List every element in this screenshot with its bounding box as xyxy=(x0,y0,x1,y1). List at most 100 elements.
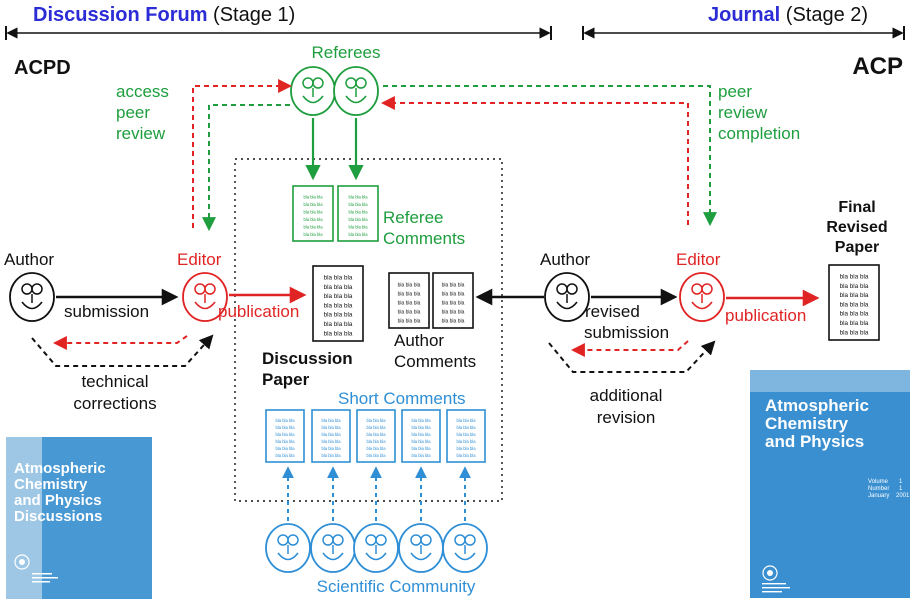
document-text-line: bla bla bla xyxy=(411,425,431,430)
document-text-line: bla bla bla xyxy=(348,217,368,222)
document-text-line: bla bla bla xyxy=(442,300,465,306)
access-peer-review-green-arrow xyxy=(202,104,290,232)
final-revised-paper-line1: Final xyxy=(838,199,875,216)
document-text-line: bla bla bla xyxy=(348,210,368,215)
community-faces xyxy=(265,523,488,573)
society-logo-icon xyxy=(762,565,790,593)
community-arrows xyxy=(282,466,471,521)
document-text-line: bla bla bla xyxy=(275,446,295,451)
stage1-title: Discussion Forum xyxy=(33,4,207,26)
document-text-line: bla bla bla xyxy=(411,432,431,437)
access-peer-review-red-arrow xyxy=(192,79,293,228)
document-text-line: bla bla bla xyxy=(303,202,323,207)
access-peer-review-label: access peer review xyxy=(116,82,169,143)
document-text-line: bla bla bla xyxy=(275,425,295,430)
referee-face-icon xyxy=(333,66,379,116)
access-peer-review-line: access xyxy=(116,82,169,101)
technical-corrections-line2: corrections xyxy=(73,394,156,413)
stage-header: Discussion Forum (Stage 1) Journal (Stag… xyxy=(5,4,905,80)
acpd-cover-title-line: Chemistry xyxy=(14,476,88,493)
acpd-cover-title-line: Atmospheric xyxy=(14,460,106,477)
community-member-face-icon xyxy=(353,523,399,573)
document-text-line: bla bla bla xyxy=(398,291,421,297)
document-text-line: bla bla bla xyxy=(366,453,386,458)
document-text-line: bla bla bla xyxy=(398,309,421,315)
document-page xyxy=(312,265,364,342)
discussion-forum-box xyxy=(234,158,503,502)
document-text-line: bla bla bla xyxy=(303,232,323,237)
document-text-line: bla bla bla xyxy=(275,432,295,437)
discussion-paper-document-icon: bla bla bla bla bla bla bla bla bla bla bla… xyxy=(312,265,364,342)
document-text-line: bla bla bla xyxy=(324,275,353,282)
document-text-line: bla bla bla xyxy=(840,311,869,318)
document-text-line: bla bla bla xyxy=(321,432,341,437)
document-text-line: bla bla bla xyxy=(303,225,323,230)
document-text-line: bla bla bla xyxy=(398,282,421,288)
acpd-cover-title-line: and Physics xyxy=(14,492,102,509)
document-page xyxy=(432,272,474,329)
document-text-line: bla bla bla xyxy=(840,292,869,299)
document-text-line: bla bla bla xyxy=(321,418,341,423)
document-text-line: bla bla bla xyxy=(442,309,465,315)
document-page xyxy=(292,185,334,242)
document-text-line: bla bla bla xyxy=(303,210,323,215)
document-page xyxy=(356,409,396,463)
stage2-title: Journal xyxy=(708,4,780,26)
stage1-heading: Discussion Forum (Stage 1) xyxy=(33,4,295,26)
document-text-line: bla bla bla xyxy=(324,302,353,309)
acpd-cover-band xyxy=(42,437,152,599)
acp-cover-meta-label: Volume xyxy=(868,479,889,485)
document-text-line: bla bla bla xyxy=(324,284,353,291)
document-page xyxy=(388,272,430,329)
document-page xyxy=(828,264,880,341)
editor-face-icon xyxy=(679,272,725,322)
document-text-line: bla bla bla xyxy=(442,318,465,324)
acp-cover-meta-value: 1 xyxy=(899,486,903,492)
acp-cover-band xyxy=(750,370,910,392)
stage2-heading: Journal (Stage 2) xyxy=(708,4,868,26)
document-text-line: bla bla bla xyxy=(456,418,476,423)
acpd-journal-cover: Atmospheric Chemistry and Physics Discus… xyxy=(6,437,152,599)
document-text-line: bla bla bla xyxy=(303,195,323,200)
acp-cover-meta-value: 1 xyxy=(899,479,903,485)
peer-review-completion-red-arrow xyxy=(380,96,689,225)
technical-corrections-red-arrow xyxy=(52,335,188,350)
document-text-line: bla bla bla xyxy=(321,439,341,444)
referee-comment-document-icon: bla bla bla bla bla bla bla bla bla bla bla… xyxy=(292,185,334,242)
peer-review-completion-label: peer review completion xyxy=(718,82,800,143)
acp-cover-title-line: Chemistry xyxy=(765,414,849,433)
community-member-face-icon xyxy=(265,523,311,573)
acp-label: ACP xyxy=(852,53,903,80)
short-comment-document-icon: bla bla bla bla bla bla bla bla bla bla bla… xyxy=(311,409,351,463)
author-face-icon xyxy=(9,272,55,322)
community-member-face-icon xyxy=(442,523,488,573)
short-comments-label: Short Comments xyxy=(338,389,466,408)
document-page xyxy=(446,409,486,463)
final-revised-paper-line3: Paper xyxy=(835,239,879,256)
acp-cover-meta-label: January xyxy=(868,493,889,499)
peer-review-completion-green-arrow xyxy=(383,85,717,227)
discussion-paper-label-line1: Discussion xyxy=(262,349,353,368)
peer-review-completion-line: completion xyxy=(718,124,800,143)
document-text-line: bla bla bla xyxy=(324,312,353,319)
document-text-line: bla bla bla xyxy=(840,283,869,290)
document-text-line: bla bla bla xyxy=(348,202,368,207)
referees-label: Referees xyxy=(312,43,381,62)
document-text-line: bla bla bla xyxy=(411,453,431,458)
document-text-line: bla bla bla xyxy=(321,453,341,458)
editor-right-label: Editor xyxy=(676,250,721,269)
referee-comments-label-line1: Referee xyxy=(383,208,443,227)
author-comments-label-line2: Comments xyxy=(394,352,476,371)
acpd-cover-title: Atmospheric Chemistry and Physics Discus… xyxy=(14,460,106,525)
document-page xyxy=(401,409,441,463)
acp-journal-cover: Atmospheric Chemistry and Physics Volume… xyxy=(750,370,910,598)
additional-revision-black-arrow xyxy=(548,340,716,373)
